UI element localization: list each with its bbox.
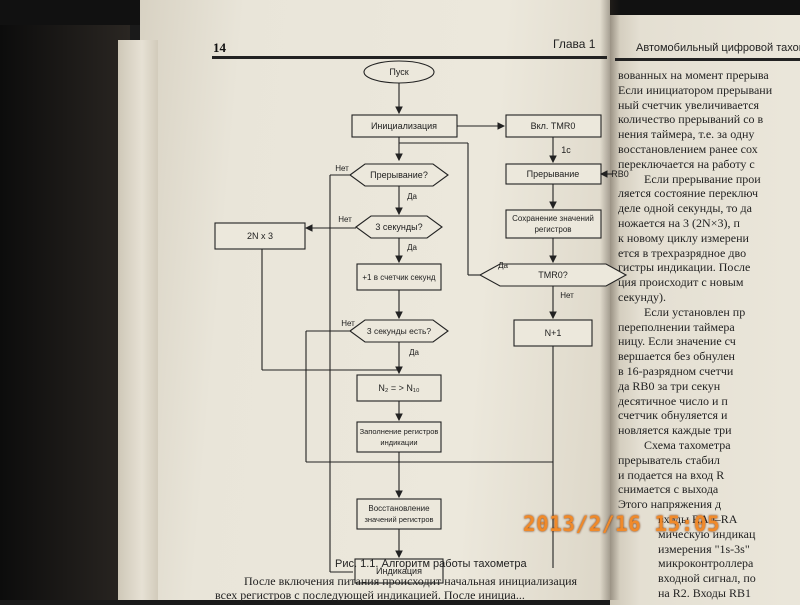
right-text-line: Если инициатором прерывани xyxy=(618,82,773,97)
increment-counter-box xyxy=(356,263,442,291)
tmr0-decision xyxy=(478,263,628,287)
right-text-line: микроконтроллера xyxy=(658,556,754,571)
right-text-line: вершается без обнулен xyxy=(618,349,735,364)
right-text-line: гистры индикации. После xyxy=(618,260,751,275)
no-label-2: Нет xyxy=(338,215,352,224)
dark-background-left xyxy=(0,0,130,600)
save-regs-line1: Сохранение значений xyxy=(512,214,594,223)
right-text-line: Этого напряжения д xyxy=(618,497,722,512)
book-gutter xyxy=(600,0,620,600)
fill-regs-line1: Заполнение регистров xyxy=(360,427,439,436)
right-text-line: переключается на работу с xyxy=(618,156,755,171)
yes-label-4: Да xyxy=(409,348,419,357)
date-timestamp: 2013/2/16 15:05 xyxy=(523,512,721,536)
three-sec-q-label: 3 секунды? xyxy=(375,222,422,232)
two-n-times-three-box xyxy=(214,222,306,250)
one-sec-label: 1с xyxy=(561,145,571,155)
right-text-line: входной сигнал, по xyxy=(658,571,756,586)
right-text-line: Схема тахометра xyxy=(644,437,731,452)
right-text-line: прерыватель стабил xyxy=(618,452,720,467)
right-page-header: Автомобильный цифровой тахоме xyxy=(636,42,800,54)
convert-label: N₂ = > N₁₀ xyxy=(378,383,420,393)
bottom-text-line1: После включения питания происходит начал… xyxy=(244,574,578,588)
header-rule xyxy=(212,56,607,59)
right-text-line: восстановлением ранее сох xyxy=(618,141,758,156)
chapter-label: Глава 1 xyxy=(553,37,596,51)
right-text-line: десятичное число и п xyxy=(618,393,728,408)
right-text-line: мическую индикац xyxy=(658,526,756,541)
right-page-text: вованных на момент прерыва Если инициато… xyxy=(618,68,800,601)
restore-line2: значений регистров xyxy=(364,515,433,524)
right-text-line: в 16-разрядном счетчи xyxy=(618,363,734,378)
convert-box xyxy=(356,374,442,402)
tmr0-q-label: TMR0? xyxy=(538,270,568,280)
right-text-line: новляется каждые три xyxy=(618,423,732,438)
right-text-line: входы RA0–RA xyxy=(658,511,738,526)
init-label: Инициализация xyxy=(371,121,437,131)
start-label: Пуск xyxy=(389,67,408,77)
right-text-line: к новому циклу измерени xyxy=(618,230,749,245)
right-text-line: нения таймера, т.е. за одну xyxy=(618,127,755,142)
yes-label-2: Да xyxy=(407,243,417,252)
page-number: 14 xyxy=(213,40,226,55)
display-box xyxy=(354,558,444,584)
yes-label-3: Да xyxy=(498,261,508,270)
interrupt-q-label: Прерывание? xyxy=(370,170,428,180)
save-regs-line2: регистров xyxy=(534,225,571,234)
tmr-on-label: Вкл. TMR0 xyxy=(531,121,576,131)
right-text-line: количество прерываний со в xyxy=(618,112,764,127)
right-text-line: да RB0 за три секун xyxy=(618,378,721,393)
figure-caption: Рис. 1.1. Алгоритм работы тахометра xyxy=(335,558,527,570)
n-plus-one-box xyxy=(513,319,593,347)
yes-label-1: Да xyxy=(407,192,417,201)
three-seconds-done-decision xyxy=(349,319,449,343)
right-text-line: Если прерывание прои xyxy=(644,171,761,186)
right-text-line: ется в трехразрядное дво xyxy=(618,245,747,260)
three-sec-done-label: 3 секунды есть? xyxy=(367,326,432,336)
right-text-line: Если установлен пр xyxy=(644,304,746,319)
right-page xyxy=(610,15,800,605)
right-text-line: снимается с выхода xyxy=(618,482,719,497)
restore-line1: Восстановление xyxy=(368,504,430,513)
three-seconds-decision xyxy=(355,215,443,239)
right-text-line: счетчик обнуляется и xyxy=(618,408,728,423)
no-label-1: Нет xyxy=(335,164,349,173)
right-text-line: вованных на момент прерыва xyxy=(618,68,769,82)
right-text-line: на R2. Входы RB1 xyxy=(658,585,751,600)
right-header-rule xyxy=(615,58,800,61)
interrupt-label: Прерывание xyxy=(527,169,580,179)
two-n-label: 2N x 3 xyxy=(247,231,273,241)
page-edges xyxy=(118,40,158,600)
right-text-line: переполнении таймера xyxy=(618,319,735,334)
fill-regs-line2: индикации xyxy=(380,438,417,447)
save-registers-box xyxy=(505,209,602,239)
right-text-line: ницу. Если значение сч xyxy=(618,334,736,349)
display-label: Индикация xyxy=(376,566,422,576)
right-text-line: измерения "1s-3s" xyxy=(658,541,750,556)
no-label-4: Нет xyxy=(341,319,355,328)
right-text-line: ный счетчик увеличивается xyxy=(618,97,760,112)
no-label-3: Нет xyxy=(560,291,574,300)
n-plus-one-label: N+1 xyxy=(545,328,562,338)
right-text-line: и подается на вход R xyxy=(618,467,725,482)
right-text-line: ножается на 3 (2N×3), п xyxy=(618,215,740,230)
right-text-line: деле одной секунды, то да xyxy=(618,201,752,216)
bottom-text-line2: всех регистров с последующей индикацией.… xyxy=(215,588,525,602)
inc-counter-label: +1 в счетчик секунд xyxy=(362,273,436,282)
rb0-label: RB0 xyxy=(611,169,629,179)
interrupt-decision xyxy=(349,163,449,187)
right-text-line: ция происходит с новым xyxy=(618,275,744,290)
right-text-line: секунду). xyxy=(618,289,666,304)
right-text-line: ляется состояние переключ xyxy=(618,186,759,201)
